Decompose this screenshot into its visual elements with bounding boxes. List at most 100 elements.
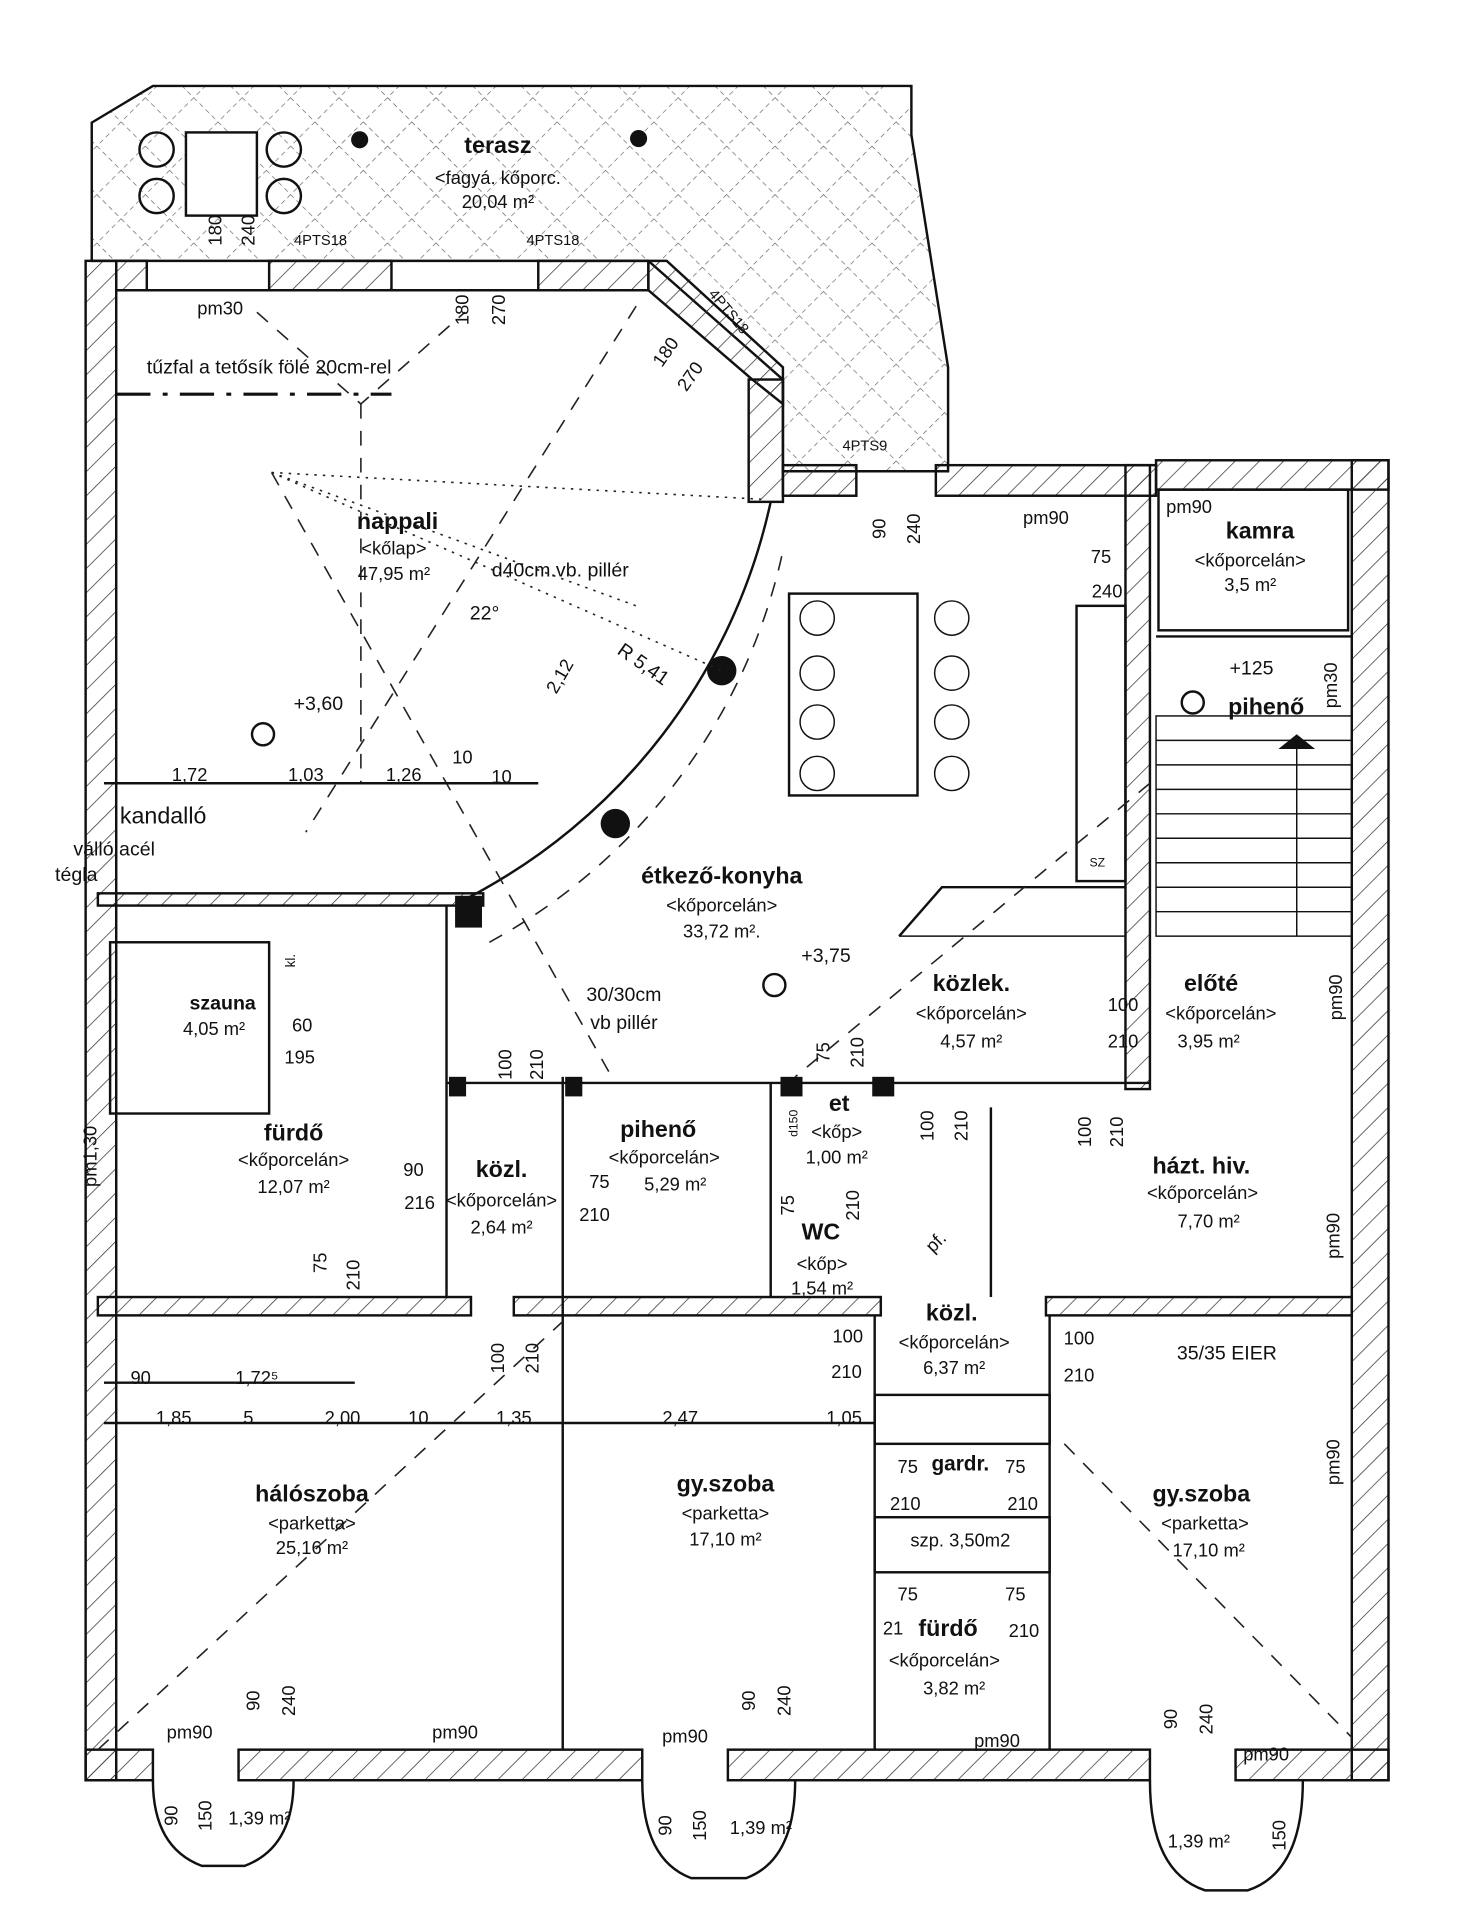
- room-area: 3,82 m²: [923, 1678, 985, 1699]
- room-wc: WC<kőp>1,54 m²: [791, 1219, 853, 1299]
- room-floor: <kőporcelán>: [666, 895, 777, 916]
- room-name: gy.szoba: [677, 1471, 776, 1497]
- dim: 1,39 m²: [730, 1817, 792, 1838]
- room-floor: <kőporcelán>: [609, 1147, 720, 1168]
- note: pf.: [921, 1227, 950, 1256]
- dim: 240: [1195, 1704, 1216, 1735]
- room-floor: <parketta>: [268, 1512, 356, 1533]
- room-area: 7,70 m²: [1178, 1210, 1240, 1231]
- bay-window: [1148, 1780, 1305, 1892]
- room-kamra: kamra<kőporcelán>3,5 m²: [1195, 518, 1306, 596]
- room-gardrob: gardr.szp. 3,50m2: [910, 1453, 1010, 1551]
- dim: 210: [1108, 1030, 1139, 1051]
- room-floor: <kőporcelán>: [916, 1002, 1027, 1023]
- room-piheno: pihenő<kőporcelán>5,29 m²: [609, 1116, 720, 1195]
- dim: pm90: [167, 1722, 213, 1743]
- dimension-label: 1,26: [386, 764, 422, 785]
- room-floor: <kőporcelán>: [238, 1149, 349, 1170]
- dim: 1,39 m²: [228, 1807, 290, 1828]
- dimension-label: 90: [130, 1367, 150, 1388]
- room-area: 4,05 m²: [183, 1018, 245, 1039]
- room-name: közl.: [926, 1299, 978, 1325]
- room-name: fürdő: [918, 1615, 977, 1641]
- room-gyszoba-2: gy.szoba<parketta>17,10 m²: [1152, 1480, 1251, 1560]
- dim: 75: [898, 1583, 918, 1604]
- dim: 240: [773, 1685, 794, 1716]
- dim: 240: [1092, 580, 1123, 601]
- dim: pm30: [197, 298, 243, 319]
- dim: pm90: [432, 1722, 478, 1743]
- dim: 210: [579, 1204, 610, 1225]
- dimension-label: 1,85: [156, 1407, 192, 1428]
- dim: 210: [1009, 1620, 1040, 1641]
- room-elote: előté<kőporcelán>3,95 m²: [1165, 970, 1276, 1051]
- room-floor: <fagyá. kőporc.: [435, 167, 561, 188]
- room-area: 1,00 m²: [806, 1147, 868, 1168]
- dim: 90: [1160, 1709, 1181, 1729]
- column-note: d40cm.vb. pillér: [492, 559, 629, 581]
- room-floor: <parketta>: [682, 1503, 770, 1524]
- dim: 75: [1091, 546, 1111, 567]
- room-area: 1,54 m²: [791, 1278, 853, 1299]
- room-name: gardr.: [931, 1453, 989, 1476]
- room-kozlek: közlek.<kőporcelán>4,57 m²: [916, 970, 1027, 1051]
- dim: 270: [672, 358, 707, 395]
- room-area: 20,04 m²: [462, 191, 534, 212]
- room-floor: <kőporcelán>: [1165, 1002, 1276, 1023]
- dimension-label: 2,47: [662, 1407, 698, 1428]
- room-area: 17,10 m²: [689, 1528, 761, 1549]
- dim: 75: [898, 1456, 918, 1477]
- dimension-label: 5: [243, 1407, 253, 1428]
- terrace-column: [351, 131, 369, 149]
- room-area: 17,10 m²: [1172, 1539, 1244, 1560]
- dimension-label: 2,00: [325, 1407, 361, 1428]
- room-name: közl.: [476, 1156, 528, 1182]
- dim: 75: [589, 1171, 609, 1192]
- dim: 1,39 m²: [1168, 1831, 1230, 1852]
- chimney-label: 35/35 EIER: [1177, 1342, 1277, 1364]
- note: válló acél: [73, 838, 155, 860]
- dim: pm90: [1323, 1213, 1344, 1259]
- dim: 75: [812, 1042, 833, 1062]
- level-mark: +3,60: [294, 693, 344, 715]
- dim: 180: [204, 215, 225, 246]
- room-area: 12,07 m²: [257, 1176, 329, 1197]
- dim: 240: [237, 215, 258, 246]
- dim: 75: [777, 1195, 798, 1215]
- dim: 240: [903, 513, 924, 544]
- interior-lines: [108, 289, 1352, 1750]
- room-furdo-2: fürdő<kőporcelán>3,82 m²: [889, 1615, 1000, 1699]
- room-name: pihenő: [1228, 694, 1304, 720]
- room-name: házt. hiv.: [1152, 1152, 1250, 1178]
- dim: 180: [452, 294, 473, 325]
- angle-label: 22°: [470, 602, 500, 624]
- room-floor: <kőporcelán>: [899, 1331, 1010, 1352]
- level-marker-icon: [250, 722, 276, 747]
- level-mark: +125: [1229, 657, 1273, 679]
- room-name: fürdő: [264, 1119, 323, 1145]
- room-name: kamra: [1226, 518, 1296, 544]
- dim: 210: [831, 1361, 862, 1382]
- room-name: előté: [1184, 970, 1238, 996]
- dim: 210: [951, 1110, 972, 1141]
- column-d40: [600, 808, 631, 839]
- room-name: hálószoba: [255, 1480, 370, 1506]
- bay-window: [151, 1780, 295, 1868]
- terrace-table: [138, 131, 303, 217]
- dimension-label: 1,72⁵: [235, 1367, 278, 1388]
- dimension-label: 10: [452, 747, 472, 768]
- room-gyszoba-1: gy.szoba <parketta> 17,10 m²: [677, 1471, 776, 1550]
- room-floor: <parketta>: [1161, 1512, 1249, 1533]
- terrace-column: [630, 129, 648, 148]
- dim: 100: [494, 1049, 515, 1080]
- dim: 100: [1074, 1117, 1095, 1148]
- room-kozl-small: közl.<kőporcelán>2,64 m²: [446, 1156, 557, 1237]
- dim: 21: [883, 1618, 903, 1639]
- dim: 210: [521, 1343, 542, 1374]
- level-mark: +3,75: [801, 945, 851, 967]
- dimension-label: 1,35: [496, 1407, 532, 1428]
- dimension-label: 1,03: [288, 764, 324, 785]
- note: d150: [787, 1110, 801, 1137]
- room-name: WC: [801, 1219, 840, 1245]
- room-area: 4,57 m²: [940, 1030, 1002, 1051]
